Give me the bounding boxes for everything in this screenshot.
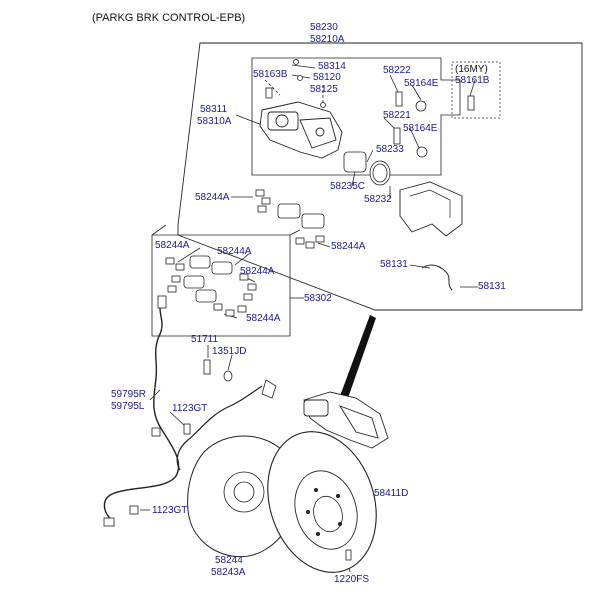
washer <box>223 370 233 382</box>
label-58131-right: 58131 <box>478 281 506 292</box>
label-58125: 58125 <box>310 84 338 95</box>
label-58244: 58244 <box>215 555 243 566</box>
label-58131-left: 58131 <box>380 259 408 270</box>
label-58164E-lower: 58164E <box>403 123 438 134</box>
label-58222: 58222 <box>383 65 411 76</box>
epb-cable <box>421 264 453 291</box>
label-58235C: 58235C <box>330 181 366 192</box>
bleeder-screw <box>265 87 273 99</box>
label-1123GT-upper: 1123GT <box>172 403 208 414</box>
pad-upper-2 <box>301 213 325 229</box>
dust-boot <box>372 163 388 183</box>
mounted-caliper <box>303 391 389 449</box>
pad-upper-1 <box>277 203 301 219</box>
guide-bolt-upper <box>395 91 403 107</box>
label-1220FS: 1220FS <box>334 574 370 585</box>
16my-bolt <box>467 95 475 111</box>
label-58244A-upper: 58244A <box>195 192 230 203</box>
boot-lower <box>416 146 428 158</box>
label-58411D: 58411D <box>374 488 409 499</box>
label-58244A-kit-1: 58244A <box>155 240 190 251</box>
label-58230: 58230 <box>310 22 338 33</box>
label-58302: 58302 <box>304 293 332 304</box>
label-58161B: 58161B <box>455 75 490 86</box>
label-58244A-kit-3: 58244A <box>240 266 275 277</box>
label-1351JD: 1351JD <box>212 346 247 357</box>
piston <box>343 151 367 173</box>
caliper-subassembly-frame <box>251 57 461 176</box>
label-59795R: 59795R <box>111 389 147 400</box>
label-58210A: 58210A <box>310 34 345 45</box>
disc-screw <box>345 549 352 561</box>
label-58164E-upper: 58164E <box>404 78 439 89</box>
pad-kit-frame <box>151 234 291 337</box>
label-58221: 58221 <box>383 110 411 121</box>
boot-upper <box>415 100 427 112</box>
label-58314: 58314 <box>318 61 346 72</box>
diagram-title: (PARKG BRK CONTROL-EPB) <box>92 12 246 24</box>
brake-hose <box>176 385 263 471</box>
caliper-carrier <box>399 181 463 237</box>
16my-note: (16MY) <box>455 64 488 75</box>
label-58232: 58232 <box>364 194 392 205</box>
label-58311: 58311 <box>200 104 228 115</box>
label-58310A: 58310A <box>197 116 232 127</box>
label-1123GT-lower: 1123GT <box>152 505 188 516</box>
label-58163B: 58163B <box>253 69 288 80</box>
label-51711: 51711 <box>191 334 219 345</box>
label-58120: 58120 <box>313 72 341 83</box>
guide-bolt-lower <box>393 127 401 145</box>
assembly-pointer <box>340 315 376 398</box>
label-58244A-kit-4: 58244A <box>246 313 281 324</box>
caliper-body <box>259 101 343 159</box>
16my-dashed-box <box>451 61 501 119</box>
hub-bolt <box>203 359 211 375</box>
label-58244A-kit-2: 58244A <box>217 246 252 257</box>
wheel-speed-sensor-wire <box>103 299 180 521</box>
label-59795L: 59795L <box>111 401 145 412</box>
label-58233: 58233 <box>376 144 404 155</box>
pad-kit-parts <box>165 255 257 317</box>
label-58244A-right: 58244A <box>331 241 366 252</box>
label-58243A: 58243A <box>211 567 246 578</box>
